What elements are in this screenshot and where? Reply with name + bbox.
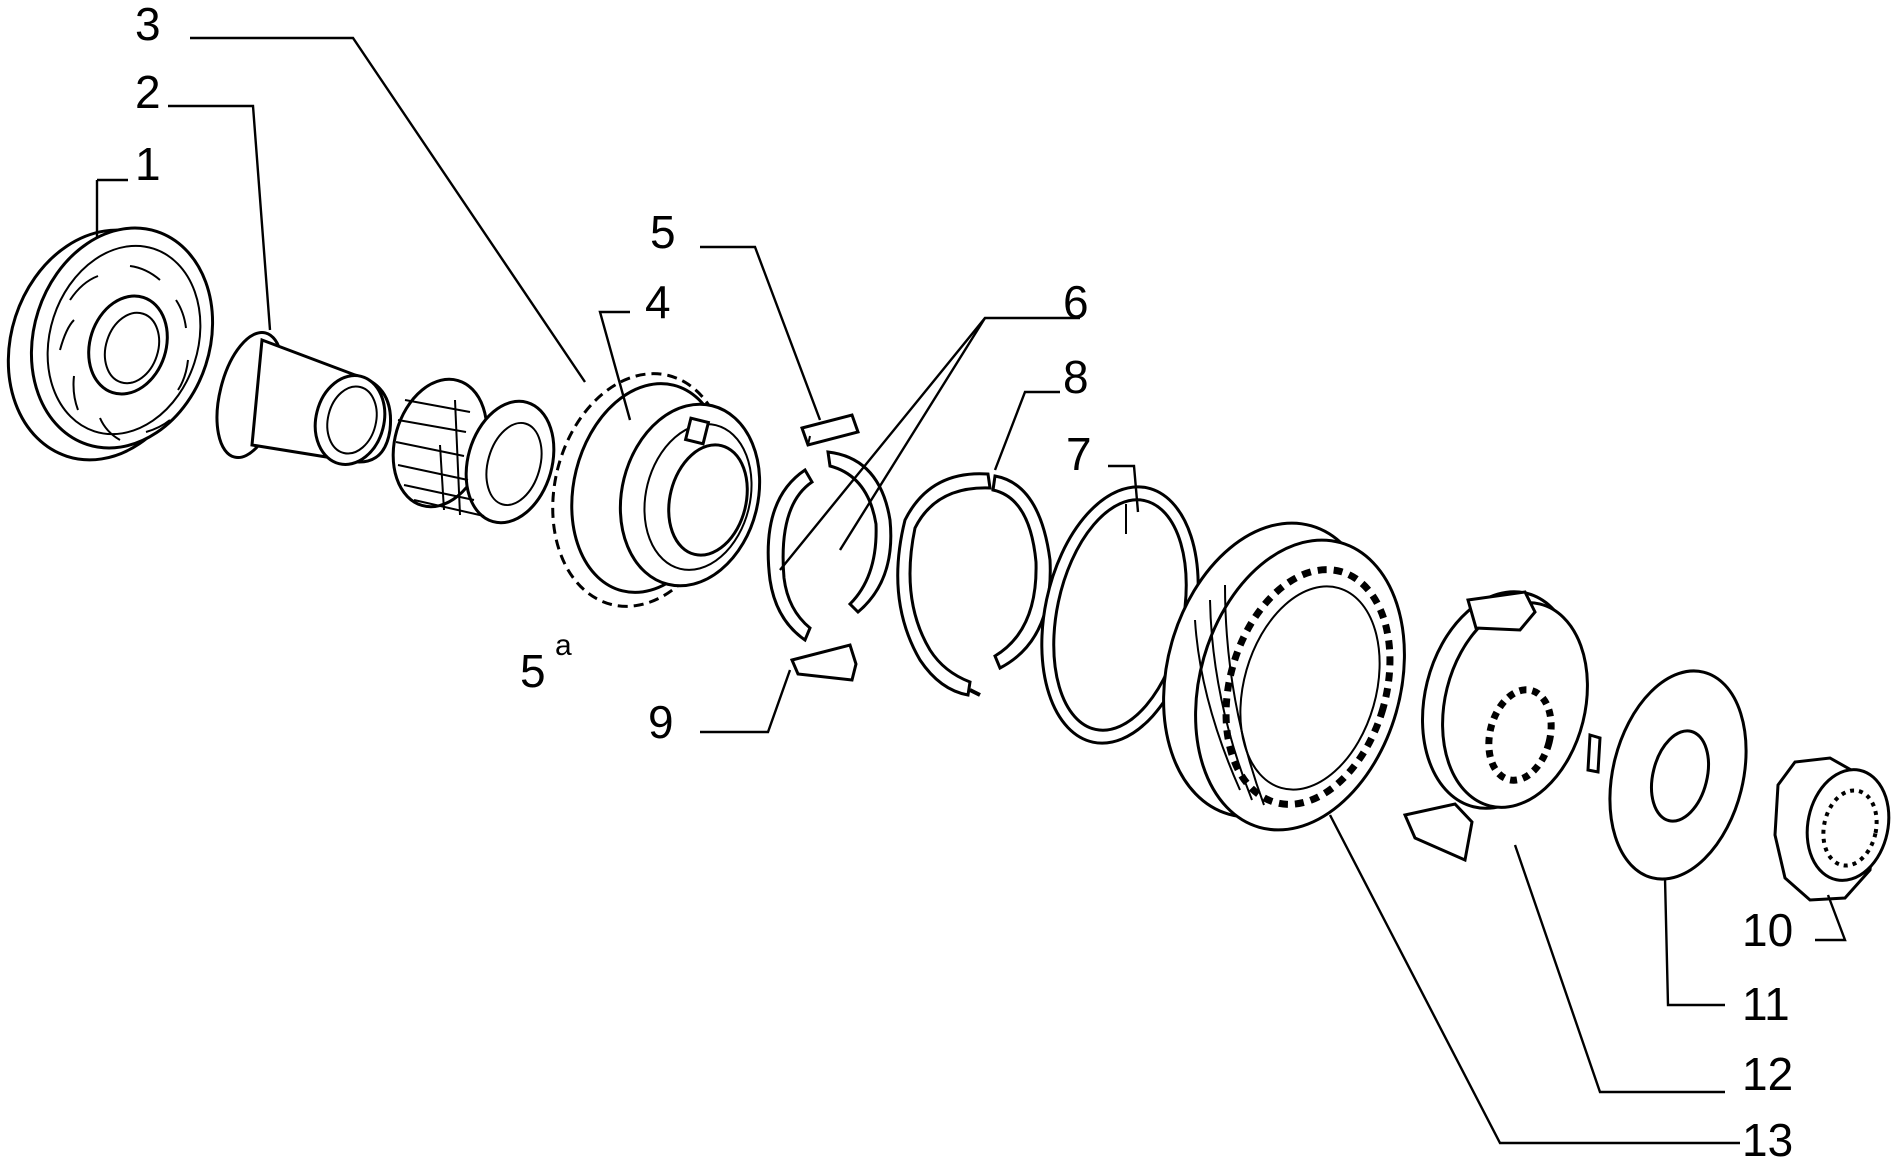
washer-icon	[1608, 669, 1748, 881]
part-label-9: 9	[648, 696, 674, 748]
part-label-10: 10	[1742, 904, 1793, 956]
part-label-3: 3	[135, 0, 161, 50]
leader-lines	[95, 36, 1847, 1145]
part-label-2: 2	[135, 66, 161, 118]
synchro-hub-icon	[1402, 590, 1602, 863]
bushing-icon	[215, 330, 393, 466]
synchro-ring-icon	[896, 472, 1052, 697]
part-label-1: 1	[135, 138, 161, 190]
part-label-7: 7	[1066, 428, 1092, 480]
part-label-8: 8	[1063, 351, 1089, 403]
spring-ring-icon	[1040, 485, 1200, 745]
gear-note-superscript: a	[555, 629, 572, 662]
part-label-12: 12	[1742, 1048, 1793, 1100]
gear-icon	[551, 372, 762, 608]
sliding-sleeve-icon	[1162, 521, 1406, 832]
key-block-icon	[789, 643, 858, 682]
split-ring-icon	[766, 450, 893, 643]
part-label-13: 13	[1742, 1114, 1793, 1162]
part-label-6: 6	[1063, 276, 1089, 328]
needle-roller-bearing-icon	[391, 377, 556, 525]
part-label-4: 4	[645, 276, 671, 328]
nut-icon	[1773, 756, 1891, 902]
part-label-5: 5	[650, 206, 676, 258]
key-block-icon	[800, 413, 860, 447]
gear-note-main: 5	[520, 645, 546, 697]
part-label-11: 11	[1742, 978, 1790, 1030]
ball-bearing-icon	[6, 226, 215, 462]
